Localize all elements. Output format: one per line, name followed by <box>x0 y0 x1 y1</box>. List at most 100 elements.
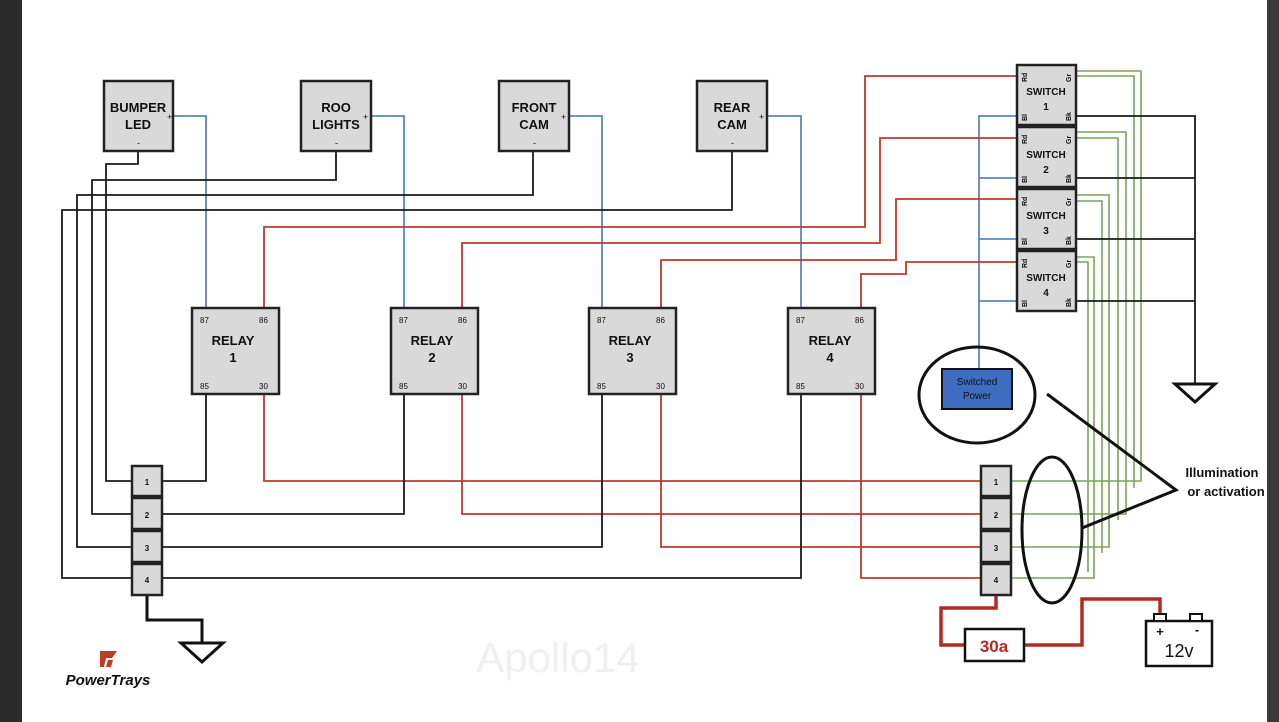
red-wires <box>263 75 1017 579</box>
switch-title: SWITCH <box>1026 273 1065 284</box>
terminal-label: 2 <box>145 511 150 520</box>
relay-number: 3 <box>626 350 633 365</box>
annotation-line2: or activation <box>1187 484 1264 499</box>
relay-pin-85: 85 <box>399 382 408 391</box>
switch-pin-bk: Bk <box>1066 112 1073 121</box>
switch-number: 3 <box>1043 226 1049 237</box>
relay-3: RELAY 3 87 86 85 30 <box>587 306 678 396</box>
battery-minus: - <box>1195 622 1199 637</box>
switch-pin-gr: Gr <box>1066 198 1073 206</box>
switch-4: SWITCH 4 Rd Gr Bl Bk <box>1015 249 1078 313</box>
switch-pin-gr: Gr <box>1066 136 1073 144</box>
switch-pin-bk: Bk <box>1066 174 1073 183</box>
fuse: 30a <box>963 627 1026 663</box>
power-wires <box>939 596 1162 647</box>
switch-title: SWITCH <box>1026 150 1065 161</box>
relay-pin-85: 85 <box>796 382 805 391</box>
relay-title: RELAY <box>411 333 454 348</box>
pointer-lines <box>1046 392 1180 530</box>
switch-1: SWITCH 1 Rd Gr Bl Bk <box>1015 63 1078 127</box>
device-minus: - <box>731 138 734 148</box>
annotation: Illumination or activation <box>1020 392 1265 605</box>
black-wires <box>61 115 1196 579</box>
switched-power-line2: Power <box>963 391 992 402</box>
logo-text: PowerTrays <box>66 672 151 689</box>
switch-pin-rd: Rd <box>1022 73 1029 82</box>
relay-pin-30: 30 <box>855 382 864 391</box>
relay-title: RELAY <box>809 333 852 348</box>
terminal-block-left: 1 2 3 4 <box>130 464 164 597</box>
battery: + - 12v <box>1144 613 1214 668</box>
battery-label: 12v <box>1164 641 1193 661</box>
terminal-label: 1 <box>145 478 150 487</box>
switch-pin-bl: Bl <box>1022 176 1029 183</box>
relay-pin-86: 86 <box>458 316 467 325</box>
relay-number: 1 <box>229 350 236 365</box>
relay-pin-86: 86 <box>855 316 864 325</box>
battery-plus: + <box>1156 624 1164 639</box>
highlight-oval <box>1020 455 1084 605</box>
switch-pin-bl: Bl <box>1022 114 1029 121</box>
switch-pin-rd: Rd <box>1022 259 1029 268</box>
switch-number: 2 <box>1043 165 1049 176</box>
device-plus: + <box>363 112 368 122</box>
switch-title: SWITCH <box>1026 87 1065 98</box>
green-wires <box>1012 70 1142 579</box>
device-minus: - <box>137 138 140 148</box>
switch-pin-rd: Rd <box>1022 135 1029 144</box>
switched-power-line1: Switched <box>957 377 998 388</box>
device-label-line2: CAM <box>519 117 549 132</box>
relay-pin-30: 30 <box>458 382 467 391</box>
device-plus: + <box>759 112 764 122</box>
device-plus: + <box>561 112 566 122</box>
window-frame <box>1267 0 1279 722</box>
relay-pin-87: 87 <box>399 316 408 325</box>
device-label-line2: LIGHTS <box>312 117 360 132</box>
relay-title: RELAY <box>212 333 255 348</box>
device-label-line1: FRONT <box>512 100 557 115</box>
terminal-label: 4 <box>145 576 150 585</box>
relay-pin-30: 30 <box>656 382 665 391</box>
logo-mark-icon <box>100 651 117 667</box>
relay-pin-85: 85 <box>597 382 606 391</box>
ground-symbol-left <box>145 596 227 665</box>
relay-pin-86: 86 <box>259 316 268 325</box>
device-label-line1: BUMPER <box>110 100 167 115</box>
device-label-line2: CAM <box>717 117 747 132</box>
switch-pin-bl: Bl <box>1022 300 1029 307</box>
relay-4: RELAY 4 87 86 85 30 <box>786 306 877 396</box>
switch-pin-gr: Gr <box>1066 74 1073 82</box>
terminal-label: 3 <box>994 544 999 553</box>
device-minus: - <box>335 138 338 148</box>
fuse-label: 30a <box>980 637 1009 656</box>
relay-pin-87: 87 <box>597 316 606 325</box>
device-rear-cam: REAR CAM + - <box>695 79 769 153</box>
relay-pin-87: 87 <box>796 316 805 325</box>
switch-number: 4 <box>1043 288 1049 299</box>
highlight-circle <box>917 345 1037 445</box>
relay-pin-85: 85 <box>200 382 209 391</box>
device-plus: + <box>167 112 172 122</box>
device-minus: - <box>533 138 536 148</box>
device-bumper-led: BUMPER LED + - <box>102 79 175 153</box>
relay-pin-30: 30 <box>259 382 268 391</box>
relay-pin-87: 87 <box>200 316 209 325</box>
relay-title: RELAY <box>609 333 652 348</box>
device-front-cam: FRONT CAM + - <box>497 79 571 153</box>
device-label-line2: LED <box>125 117 151 132</box>
ground-symbol-right <box>1171 382 1219 405</box>
relay-1: RELAY 1 87 86 85 30 <box>190 306 281 396</box>
switch-pin-bk: Bk <box>1066 298 1073 307</box>
relay-2: RELAY 2 87 86 85 30 <box>389 306 480 396</box>
terminal-label: 4 <box>994 576 999 585</box>
switch-title: SWITCH <box>1026 211 1065 222</box>
relay-number: 2 <box>428 350 435 365</box>
device-label-line1: ROO <box>321 100 351 115</box>
powertrays-logo: PowerTrays <box>66 651 151 689</box>
relay-pin-86: 86 <box>656 316 665 325</box>
terminal-block-right: 1 2 3 4 <box>979 464 1013 597</box>
annotation-line1: Illumination <box>1186 465 1259 480</box>
terminal-label: 3 <box>145 544 150 553</box>
terminal-label: 1 <box>994 478 999 487</box>
